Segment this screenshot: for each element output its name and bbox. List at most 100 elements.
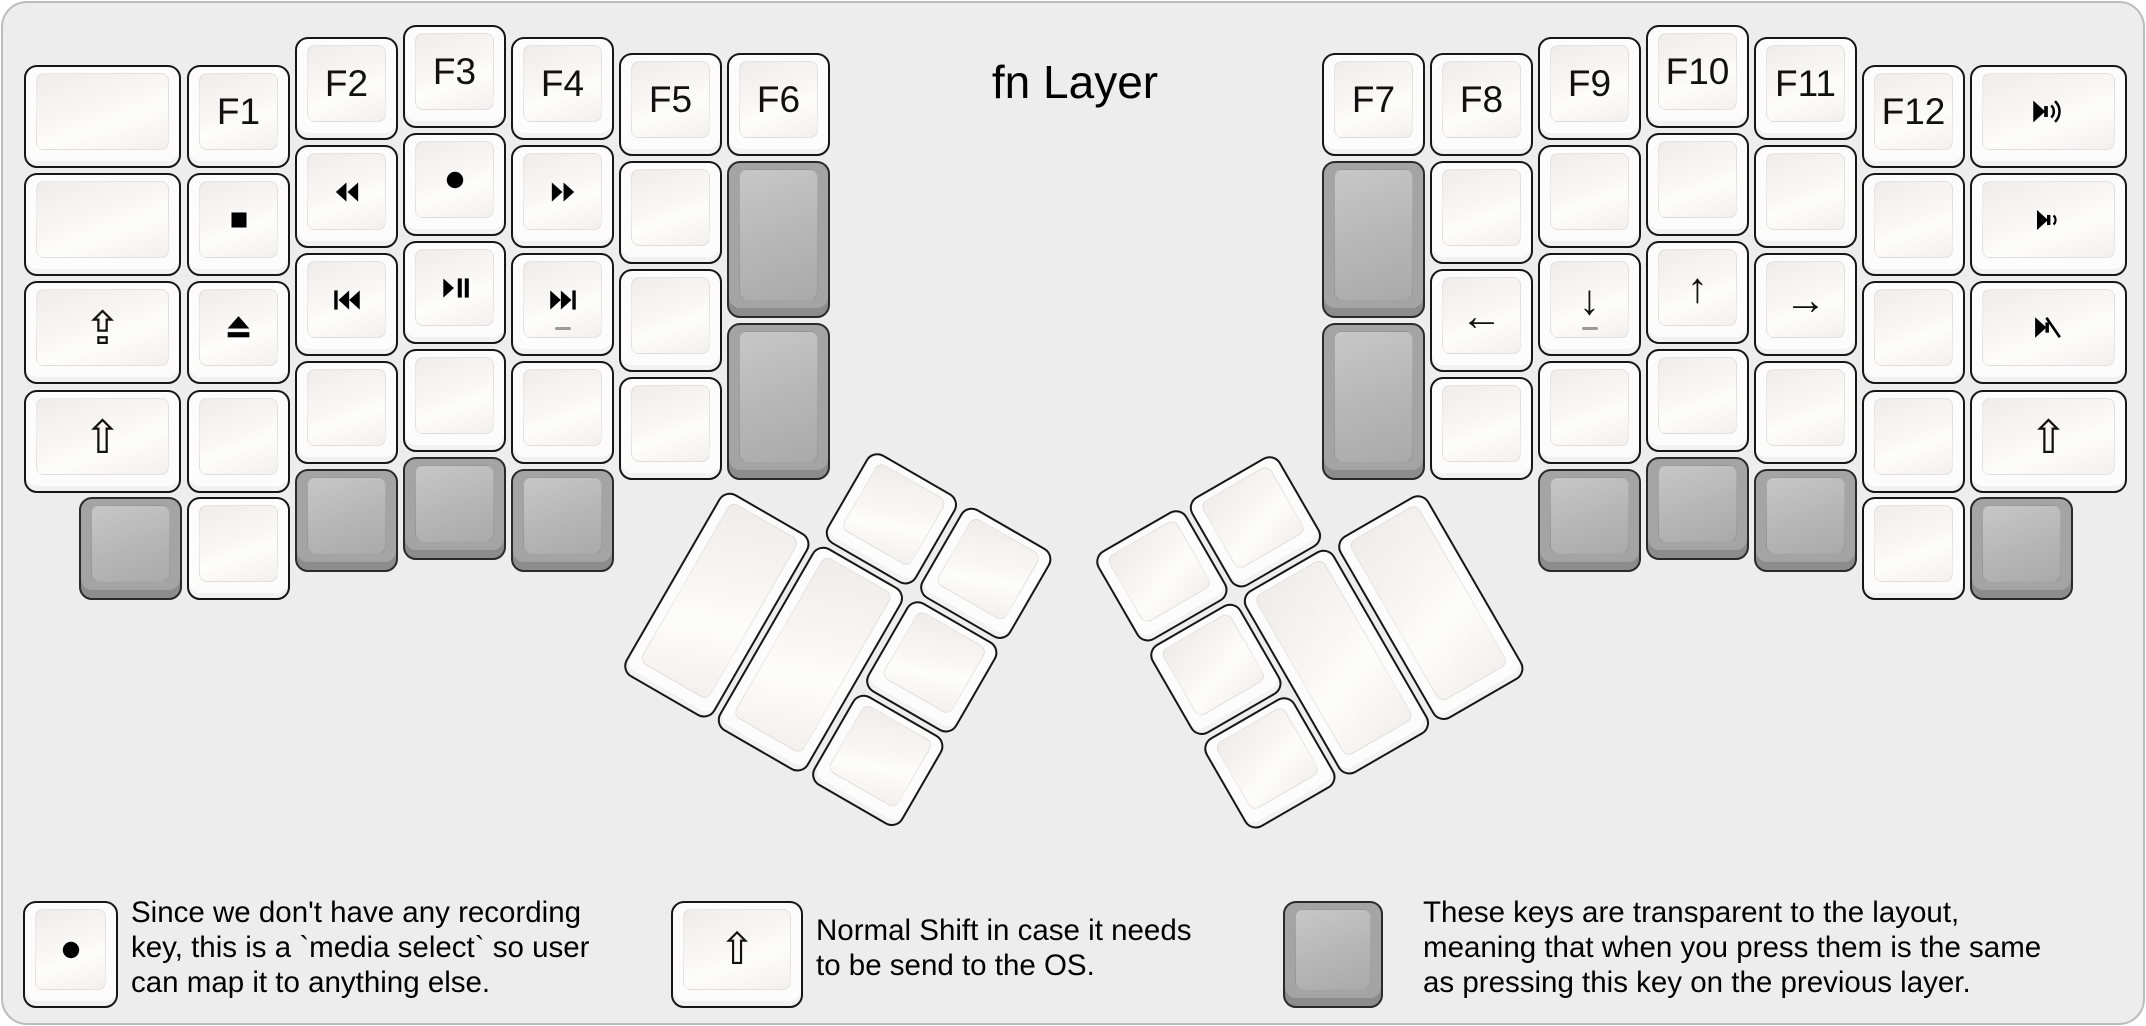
key-f2[interactable]: F2 <box>295 37 398 140</box>
key-f9[interactable]: F9 <box>1538 37 1641 140</box>
key-blank[interactable] <box>1862 281 1965 384</box>
keycap-surface: ↓ <box>1550 261 1629 338</box>
key-transparent[interactable] <box>1322 323 1425 480</box>
prev-track-icon <box>330 283 364 317</box>
key-blank[interactable] <box>403 349 506 452</box>
key-shift-left[interactable]: ⇧ <box>24 390 181 493</box>
legend-transparent-text: These keys are transparent to the layout… <box>1423 895 2041 1000</box>
key-transparent[interactable] <box>403 457 506 560</box>
keycap-surface <box>1442 385 1521 462</box>
key-blank[interactable] <box>1754 361 1857 464</box>
keycap-surface: F12 <box>1874 73 1953 150</box>
key-blank[interactable] <box>1862 497 1965 600</box>
key-f8[interactable]: F8 <box>1430 53 1533 156</box>
keycap-surface: ⇪ <box>36 289 169 366</box>
keycap-surface <box>1295 909 1371 990</box>
key-transparent[interactable] <box>1538 469 1641 572</box>
key-blank[interactable] <box>187 390 290 493</box>
key-blank[interactable] <box>1754 145 1857 248</box>
keycap-surface <box>1658 465 1737 542</box>
key-blank[interactable] <box>1646 133 1749 236</box>
key-blank[interactable] <box>1430 161 1533 264</box>
key-transparent[interactable] <box>295 469 398 572</box>
keycap-surface <box>199 505 278 582</box>
key-f5[interactable]: F5 <box>619 53 722 156</box>
key-arrow-left[interactable]: ← <box>1430 269 1533 372</box>
key-f12[interactable]: F12 <box>1862 65 1965 168</box>
key-blank[interactable] <box>24 173 181 276</box>
keycap-surface <box>880 609 988 716</box>
key-volume-down[interactable] <box>1970 173 2127 276</box>
key-transparent-sample[interactable] <box>1283 901 1383 1008</box>
key-blank[interactable] <box>1538 361 1641 464</box>
keycap-surface <box>307 477 386 554</box>
fast-forward-icon <box>546 175 580 209</box>
legend-line: can map it to anything else. <box>131 966 491 999</box>
key-eject[interactable] <box>187 281 290 384</box>
key-glyph: ↓ <box>1579 275 1600 323</box>
key-record-sample[interactable] <box>23 901 118 1008</box>
key-blank[interactable] <box>295 361 398 464</box>
key-transparent[interactable] <box>511 469 614 572</box>
legend-line: Normal Shift in case it needs <box>816 914 1192 947</box>
keycap-surface: F1 <box>199 73 278 150</box>
key-blank[interactable] <box>24 65 181 168</box>
key-blank[interactable] <box>511 361 614 464</box>
key-record[interactable] <box>403 133 506 236</box>
key-f11[interactable]: F11 <box>1754 37 1857 140</box>
key-transparent[interactable] <box>1322 161 1425 318</box>
key-blank[interactable] <box>1646 349 1749 452</box>
key-shift-right[interactable]: ⇧ <box>1970 390 2127 493</box>
keycap-surface: F8 <box>1442 61 1521 138</box>
key-transparent[interactable] <box>1754 469 1857 572</box>
keycap-surface <box>631 169 710 246</box>
key-fast-forward[interactable] <box>511 145 614 248</box>
key-volume-up[interactable] <box>1970 65 2127 168</box>
key-blank[interactable] <box>619 161 722 264</box>
key-f3[interactable]: F3 <box>403 25 506 128</box>
key-f4[interactable]: F4 <box>511 37 614 140</box>
key-caps-lock[interactable]: ⇪ <box>24 281 181 384</box>
keycap-surface <box>1874 289 1953 366</box>
key-arrow-right[interactable]: → <box>1754 253 1857 356</box>
key-blank[interactable] <box>187 497 290 600</box>
key-transparent[interactable] <box>1646 457 1749 560</box>
key-next-track[interactable] <box>511 253 614 356</box>
key-f1[interactable]: F1 <box>187 65 290 168</box>
key-f6[interactable]: F6 <box>727 53 830 156</box>
key-blank[interactable] <box>1862 390 1965 493</box>
key-arrow-down[interactable]: ↓ <box>1538 253 1641 356</box>
key-transparent[interactable] <box>1970 497 2073 600</box>
key-stop[interactable] <box>187 173 290 276</box>
keycap-surface <box>1658 357 1737 434</box>
keycap-surface: F10 <box>1658 33 1737 110</box>
key-glyph: ⇧ <box>83 410 122 463</box>
key-blank[interactable] <box>1538 145 1641 248</box>
key-shift-sample[interactable]: ⇧ <box>671 901 803 1008</box>
key-blank[interactable] <box>619 269 722 372</box>
keycap-surface <box>1982 73 2115 150</box>
key-glyph: ⇧ <box>718 924 756 974</box>
key-prev-track[interactable] <box>295 253 398 356</box>
key-arrow-up[interactable]: ↑ <box>1646 241 1749 344</box>
key-play-pause[interactable] <box>403 241 506 344</box>
keycap-surface: F9 <box>1550 45 1629 122</box>
key-blank[interactable] <box>1430 377 1533 480</box>
layer-title: fn Layer <box>991 56 1159 108</box>
keycap-surface <box>1766 153 1845 230</box>
key-mute[interactable] <box>1970 281 2127 384</box>
keycap-surface <box>523 477 602 554</box>
key-blank[interactable] <box>1862 173 1965 276</box>
keycap-surface <box>1213 705 1321 812</box>
key-blank[interactable] <box>619 377 722 480</box>
key-rewind[interactable] <box>295 145 398 248</box>
key-transparent[interactable] <box>727 323 830 480</box>
key-f7[interactable]: F7 <box>1322 53 1425 156</box>
key-f10[interactable]: F10 <box>1646 25 1749 128</box>
key-transparent[interactable] <box>727 161 830 318</box>
key-label: F9 <box>1567 63 1612 104</box>
key-transparent[interactable] <box>79 497 182 600</box>
keycap-surface <box>739 331 818 462</box>
